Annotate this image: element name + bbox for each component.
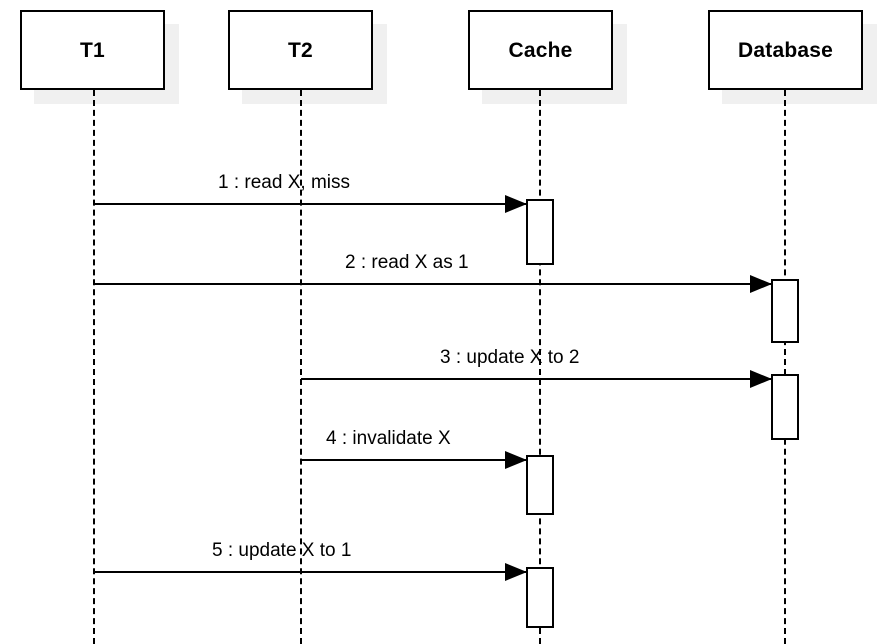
lifeline-cache — [539, 90, 541, 644]
lifeline-t2 — [300, 90, 302, 644]
message-5-line[interactable] — [94, 571, 526, 573]
message-3-label: 3 : update X to 2 — [440, 347, 580, 368]
message-1-line[interactable] — [94, 203, 526, 205]
activation-cache-3 — [526, 567, 554, 628]
participant-cache-label: Cache — [508, 38, 573, 62]
message-1-arrowhead — [505, 195, 527, 213]
activation-database-2 — [771, 374, 799, 440]
lifeline-database — [784, 90, 786, 644]
message-3-line[interactable] — [301, 378, 771, 380]
participant-t2-box[interactable]: T2 — [228, 10, 373, 90]
participant-database-box[interactable]: Database — [708, 10, 863, 90]
message-4-label: 4 : invalidate X — [326, 428, 451, 449]
activation-database-1 — [771, 279, 799, 343]
lifeline-t1 — [93, 90, 95, 644]
message-4-line[interactable] — [301, 459, 526, 461]
message-2-line[interactable] — [94, 283, 771, 285]
message-4-arrowhead — [505, 451, 527, 469]
message-5-label: 5 : update X to 1 — [212, 540, 352, 561]
participant-cache-box[interactable]: Cache — [468, 10, 613, 90]
message-2-label: 2 : read X as 1 — [345, 252, 469, 273]
activation-cache-2 — [526, 455, 554, 515]
activation-cache-1 — [526, 199, 554, 265]
message-3-arrowhead — [750, 370, 772, 388]
message-5-arrowhead — [505, 563, 527, 581]
participant-t1-box[interactable]: T1 — [20, 10, 165, 90]
participant-t2-label: T2 — [288, 38, 313, 62]
participant-t1-label: T1 — [80, 38, 105, 62]
message-2-arrowhead — [750, 275, 772, 293]
participant-database-label: Database — [738, 38, 833, 62]
message-1-label: 1 : read X, miss — [218, 172, 350, 193]
